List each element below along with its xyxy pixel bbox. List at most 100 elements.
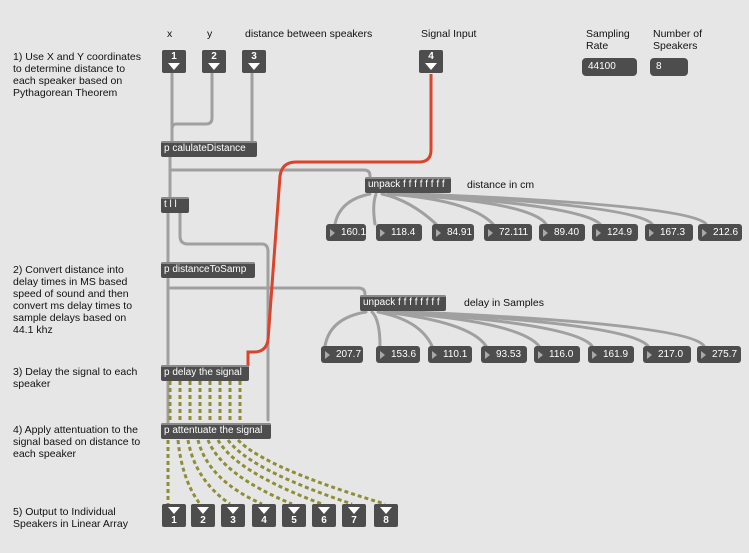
- step-4-comment: 4) Apply attentuation to the signal base…: [13, 424, 141, 460]
- delay-number-box[interactable]: 116.0: [534, 346, 580, 363]
- number-of-speakers-label: Number of Speakers: [653, 28, 703, 52]
- delay-number-box[interactable]: 275.7: [697, 346, 741, 363]
- distance-value: 118.4: [391, 227, 416, 238]
- triangle-icon: [330, 229, 335, 237]
- outlet-number: 4: [261, 515, 267, 526]
- unpack-delay-object[interactable]: unpack f f f f f f f f: [360, 295, 446, 311]
- delay-value: 207.7: [336, 349, 362, 360]
- down-arrow-icon: [288, 507, 300, 514]
- distance-value: 72.111: [499, 227, 529, 238]
- distance-number-box[interactable]: 89.40: [539, 224, 585, 241]
- x-label: x: [167, 28, 173, 40]
- distance-value: 124.9: [607, 227, 633, 238]
- inlet-number: 3: [251, 51, 257, 62]
- delay-number-box[interactable]: 153.6: [376, 346, 420, 363]
- down-arrow-icon: [197, 507, 209, 514]
- trigger-object[interactable]: t l l: [161, 197, 189, 213]
- inlet-number: 2: [211, 51, 217, 62]
- down-arrow-icon: [380, 507, 392, 514]
- outlet-speaker-7[interactable]: 7: [342, 504, 366, 527]
- distance-value: 89.40: [554, 227, 580, 238]
- step-5-comment: 5) Output to Individual Speakers in Line…: [13, 506, 128, 530]
- delay-number-box[interactable]: 161.9: [588, 346, 634, 363]
- down-arrow-icon: [168, 63, 180, 70]
- triangle-icon: [702, 229, 707, 237]
- triangle-icon: [592, 351, 597, 359]
- triangle-icon: [647, 351, 652, 359]
- distance-number-box[interactable]: 212.6: [698, 224, 742, 241]
- unpack-distance-object[interactable]: unpack f f f f f f f f: [365, 177, 451, 193]
- signal-input-label: Signal Input: [421, 28, 477, 40]
- distance-caption: distance in cm: [467, 179, 535, 191]
- distance-number-box[interactable]: 84.91: [432, 224, 474, 241]
- triangle-icon: [488, 229, 493, 237]
- outlet-speaker-8[interactable]: 8: [374, 504, 398, 527]
- triangle-icon: [485, 351, 490, 359]
- inlet-distance[interactable]: 3: [242, 50, 266, 73]
- outlet-speaker-5[interactable]: 5: [282, 504, 306, 527]
- sampling-rate-box[interactable]: 44100: [582, 58, 637, 76]
- triangle-icon: [380, 351, 385, 359]
- attenuate-signal-object[interactable]: p attentuate the signal: [161, 423, 271, 439]
- delay-value: 217.0: [658, 349, 684, 360]
- down-arrow-icon: [227, 507, 239, 514]
- outlet-number: 5: [291, 515, 297, 526]
- inlet-x[interactable]: 1: [162, 50, 186, 73]
- delay-caption: delay in Samples: [464, 297, 544, 309]
- down-arrow-icon: [168, 507, 180, 514]
- outlet-speaker-2[interactable]: 2: [191, 504, 215, 527]
- distance-number-box[interactable]: 72.111: [484, 224, 532, 241]
- distance-number-box[interactable]: 160.1: [326, 224, 366, 241]
- inlet-signal[interactable]: 4: [419, 50, 443, 73]
- step-2-comment: 2) Convert distance into delay times in …: [13, 264, 133, 336]
- inlet-number: 1: [171, 51, 177, 62]
- y-label: y: [207, 28, 213, 40]
- delay-value: 110.1: [443, 349, 468, 360]
- outlet-number: 7: [351, 515, 357, 526]
- down-arrow-icon: [258, 507, 270, 514]
- triangle-icon: [543, 229, 548, 237]
- down-arrow-icon: [208, 63, 220, 70]
- outlet-speaker-3[interactable]: 3: [221, 504, 245, 527]
- delay-value: 153.6: [391, 349, 417, 360]
- distance-value: 212.6: [713, 227, 739, 238]
- distance-number-box[interactable]: 124.9: [592, 224, 638, 241]
- outlet-number: 2: [200, 515, 206, 526]
- triangle-icon: [649, 229, 654, 237]
- delay-value: 275.7: [712, 349, 738, 360]
- step-3-comment: 3) Delay the signal to each speaker: [13, 366, 138, 390]
- outlet-number: 6: [321, 515, 327, 526]
- delay-number-box[interactable]: 110.1: [428, 346, 472, 363]
- outlet-speaker-4[interactable]: 4: [252, 504, 276, 527]
- outlet-speaker-1[interactable]: 1: [162, 504, 186, 527]
- distance-to-samp-object[interactable]: p distanceToSamp: [161, 262, 255, 278]
- delay-signal-object[interactable]: p delay the signal: [161, 365, 249, 381]
- down-arrow-icon: [348, 507, 360, 514]
- distance-number-box[interactable]: 167.3: [645, 224, 693, 241]
- num-speakers-box[interactable]: 8: [650, 58, 688, 76]
- step-1-comment: 1) Use X and Y coordinates to determine …: [13, 51, 142, 99]
- triangle-icon: [432, 351, 437, 359]
- delay-number-box[interactable]: 217.0: [643, 346, 691, 363]
- triangle-icon: [436, 229, 441, 237]
- inlet-y[interactable]: 2: [202, 50, 226, 73]
- triangle-icon: [380, 229, 385, 237]
- delay-number-box[interactable]: 207.7: [321, 346, 363, 363]
- distance-value: 160.1: [341, 227, 367, 238]
- outlet-speaker-6[interactable]: 6: [312, 504, 336, 527]
- sampling-rate-label: Sampling Rate: [586, 28, 630, 52]
- triangle-icon: [596, 229, 601, 237]
- down-arrow-icon: [248, 63, 260, 70]
- delay-number-box[interactable]: 93.53: [481, 346, 527, 363]
- inlet-number: 4: [428, 51, 434, 62]
- triangle-icon: [538, 351, 543, 359]
- distance-value: 84.91: [447, 227, 473, 238]
- distance-number-box[interactable]: 118.4: [376, 224, 422, 241]
- delay-value: 161.9: [603, 349, 629, 360]
- distance-value: 167.3: [660, 227, 686, 238]
- calculate-distance-object[interactable]: p calulateDistance: [161, 141, 257, 157]
- outlet-number: 8: [383, 515, 389, 526]
- triangle-icon: [325, 351, 330, 359]
- distance-between-speakers-label: distance between speakers: [245, 28, 373, 40]
